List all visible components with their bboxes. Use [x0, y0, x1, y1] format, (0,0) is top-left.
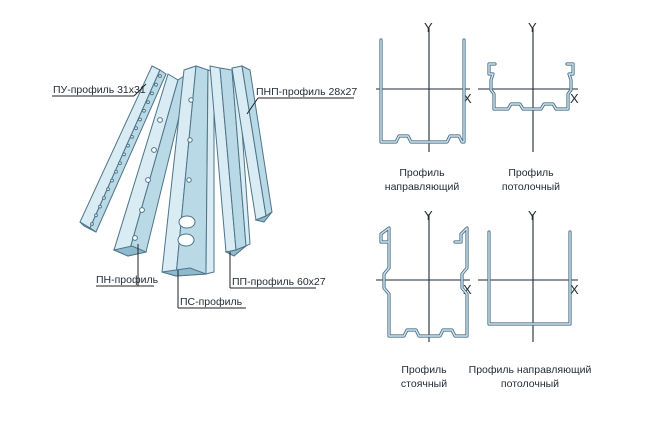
section-ceiling-guide: Y X Профиль направляющий потолочный [469, 208, 592, 390]
section-ceiling: Y X Профиль потолочный [478, 20, 579, 193]
perforation-hole [138, 117, 142, 122]
perforation-hole [106, 187, 110, 192]
perforation-hole [114, 169, 118, 174]
perforation-hole [150, 91, 154, 96]
perforation-hole [146, 100, 150, 104]
ps-profile-shape [161, 65, 215, 277]
profiles-illustration: ПУ-профиль 31х31 ПНП-профиль 28х27 ПН-пр… [52, 65, 357, 309]
x-axis-label: X [463, 282, 472, 297]
section-ceiling-subtitle: потолочный [502, 181, 560, 193]
perforation-hole [98, 204, 102, 209]
section-rack-title: Профиль [401, 364, 447, 376]
perforation-hole [154, 82, 158, 87]
pn-profile-shape [112, 70, 191, 257]
pu-profile-label: ПУ-профиль 31х31 [53, 84, 146, 96]
pu-profile-shape [79, 65, 167, 233]
perforation-hole [94, 213, 98, 218]
x-axis-label: X [463, 91, 472, 106]
section-guide-subtitle: направляющий [385, 181, 460, 193]
section-rack: Y X Профиль стоячный [376, 208, 472, 390]
pp-profile-shape [209, 65, 251, 257]
perforation-hole [134, 126, 138, 131]
perforation-hole [102, 196, 106, 200]
pnp-leader [246, 97, 259, 115]
perforation-hole [126, 143, 130, 148]
x-axis-label: X [570, 282, 579, 297]
y-axis-label: Y [528, 208, 537, 223]
pnp-profile-shape [231, 65, 273, 223]
pnp-profile-label: ПНП-профиль 28х27 [256, 86, 357, 98]
perforation-hole [118, 161, 122, 166]
section-rack-subtitle: стоячный [401, 378, 447, 390]
pp-profile-label: ПП-профиль 60х27 [232, 276, 326, 288]
pn-profile-label: ПН-профиль [96, 274, 159, 286]
perforation-hole [130, 135, 134, 139]
perforation-hole [142, 108, 146, 113]
pu-leader-tick [133, 83, 147, 97]
section-ceiling-guide-subtitle: потолочный [501, 378, 559, 390]
section-guide-title: Профиль [399, 167, 445, 179]
y-axis-label: Y [528, 20, 537, 35]
perforation-hole [122, 152, 126, 157]
section-ceiling-title: Профиль [508, 167, 554, 179]
x-axis-label: X [570, 91, 579, 106]
perforation-hole [110, 178, 114, 183]
ps-profile-label: ПС-профиль [180, 296, 243, 308]
y-axis-label: Y [424, 20, 433, 35]
perforation-hole [158, 74, 162, 78]
y-axis-label: Y [424, 208, 433, 223]
section-ceiling-guide-title: Профиль направляющий [469, 364, 592, 376]
section-guide: Y X Профиль направляющий [376, 20, 472, 193]
perforation-hole [90, 222, 94, 226]
